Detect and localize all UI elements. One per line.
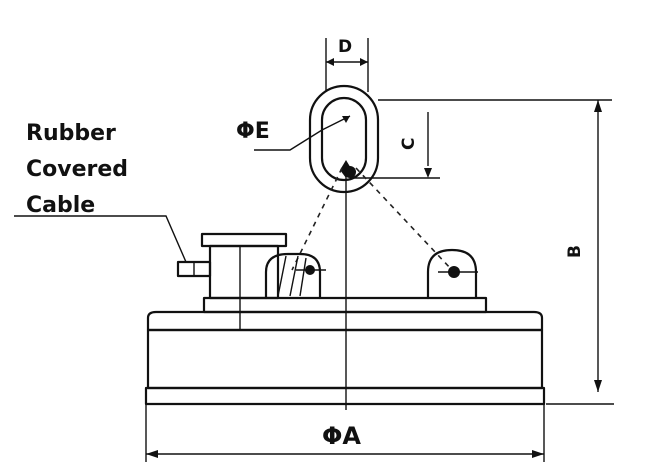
dimension-d: D [325,37,369,92]
dimension-a: ΦA [145,404,545,462]
dimension-a-label: ΦA [322,422,361,450]
left-lifting-lug [264,252,326,300]
cable-label-line-1: Rubber [26,121,116,146]
terminal-box [176,232,288,330]
dimension-e: ΦE [236,115,351,151]
cable-label: Rubber Covered Cable [14,121,187,263]
dimension-e-label: ΦE [236,119,270,144]
lifting-link [308,84,380,194]
cable-label-line-2: Covered [26,157,128,182]
right-lifting-lug [426,248,478,300]
dimension-c: C [350,99,612,179]
dimension-d-label: D [338,37,352,57]
cable-label-line-3: Cable [26,193,95,218]
magnet-body [144,310,546,406]
dimension-c-label: C [399,138,419,150]
top-plate [202,296,488,314]
dimension-b: B [546,100,614,405]
dimension-b-label: B [565,245,585,258]
